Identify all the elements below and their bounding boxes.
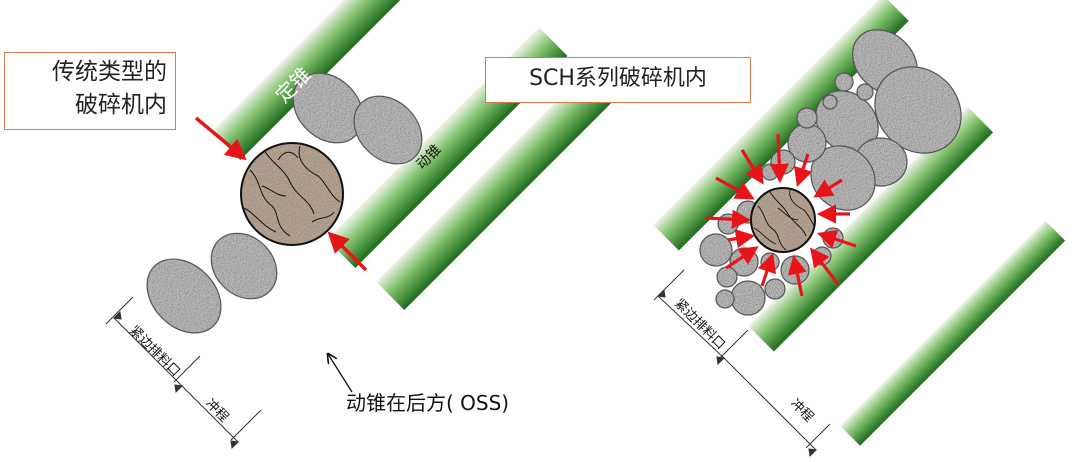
right-fixed-cone <box>653 0 909 251</box>
oss-note: 动锥在后方( OSS) <box>346 391 509 415</box>
left-force-arrow <box>194 116 247 161</box>
left-rock <box>146 258 222 334</box>
right-title-box: SCH系列破碎机内 <box>485 57 751 103</box>
left-closed-side-label: 紧边排料口 <box>126 323 183 380</box>
left-crushed-rock <box>240 142 344 246</box>
left-oss-pointer <box>328 354 353 393</box>
left-title-box: 传统类型的 破碎机内 <box>4 52 176 130</box>
left-rock <box>353 95 423 165</box>
right-dimension-lines <box>653 269 831 458</box>
left-force-arrow <box>327 231 368 272</box>
left-stroke-label: 冲程 <box>202 396 231 425</box>
right-panel: 紧边排料口 冲程 <box>653 0 1066 458</box>
right-title: SCH系列破碎机内 <box>529 66 707 91</box>
left-title-line1: 传统类型的 <box>52 59 167 85</box>
right-stroke-label: 冲程 <box>787 396 816 425</box>
right-force-arrows <box>705 133 857 297</box>
left-fixed-cone <box>212 0 481 160</box>
left-rock <box>210 232 278 300</box>
left-dimension-lines <box>105 296 262 450</box>
right-crushed-rock <box>750 187 816 253</box>
right-oss-cone <box>840 220 1066 446</box>
left-title-line2: 破碎机内 <box>75 92 167 118</box>
left-rock <box>292 72 364 144</box>
left-oss-cone <box>376 62 624 310</box>
right-moving-cone <box>748 106 994 352</box>
